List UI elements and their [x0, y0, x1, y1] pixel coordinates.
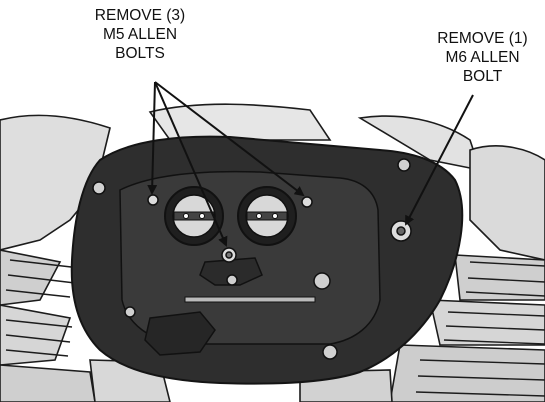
hex-allen-bolt-icon — [92, 158, 412, 360]
callout-left-line-3: BOLTS — [115, 45, 165, 62]
callout-remove-m6-bolt: REMOVE (1) M6 ALLEN BOLT — [420, 29, 545, 86]
arrow-icon — [147, 81, 474, 247]
backplate-slot — [184, 296, 316, 303]
throttle-openings — [164, 186, 297, 246]
callout-left-line-1: REMOVE (3) — [94, 7, 186, 24]
breather-bracket — [199, 257, 263, 286]
cooling-fins — [5, 259, 545, 397]
engine-background — [0, 103, 545, 402]
callout-remove-m5-bolts: REMOVE (3) M5 ALLEN BOLTS — [70, 6, 210, 63]
callout-right-line-1: REMOVE (1) — [437, 30, 528, 47]
callout-right-line-3: BOLT — [462, 68, 503, 85]
callout-left-line-2: M5 ALLEN — [102, 26, 178, 43]
callout-right-line-2: M6 ALLEN — [445, 49, 520, 66]
lower-bracket — [144, 311, 216, 356]
